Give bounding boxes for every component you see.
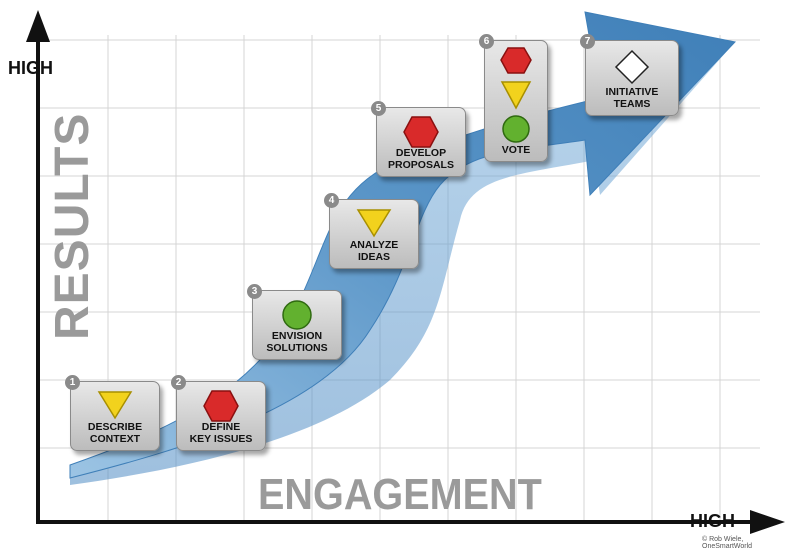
x-axis-high-label: HIGH <box>690 511 735 531</box>
white-diamond-icon <box>614 49 650 85</box>
traffic-light-icon <box>500 47 532 143</box>
yellow-triangle-icon <box>97 391 133 420</box>
step-label: DESCRIBE CONTEXT <box>87 421 143 445</box>
step-3-card: 3 ENVISION SOLUTIONS <box>247 284 342 360</box>
step-number: 5 <box>371 101 386 116</box>
step-1-card: 1 DESCRIBE CONTEXT <box>65 375 160 451</box>
step-7-card: 7 INITIATIVE TEAMS <box>580 34 679 116</box>
step-label: INITIATIVE TEAMS <box>605 86 659 110</box>
step-label: ENVISION SOLUTIONS <box>266 330 328 354</box>
step-label: DEVELOP PROPOSALS <box>388 147 454 171</box>
y-axis-title: RESULTS <box>46 112 99 340</box>
step-2-card: 2 DEFINE KEY ISSUES <box>171 375 266 451</box>
step-number: 3 <box>247 284 262 299</box>
step-number: 4 <box>324 193 339 208</box>
step-4-card: 4 ANALYZE IDEAS <box>324 193 419 269</box>
red-hexagon-icon <box>403 116 439 148</box>
x-axis-title: ENGAGEMENT <box>258 470 542 519</box>
step-label: ANALYZE IDEAS <box>349 239 399 263</box>
step-label: VOTE <box>501 144 531 156</box>
copyright-text: © Rob Wiele, OneSmartWorld <box>702 536 753 550</box>
x-axis-arrowhead <box>750 510 785 534</box>
step-number: 7 <box>580 34 595 49</box>
step-number: 2 <box>171 375 186 390</box>
green-circle-icon <box>282 300 312 330</box>
step-number: 1 <box>65 375 80 390</box>
yellow-triangle-icon <box>356 209 392 238</box>
step-6-card: 6 VOTE <box>479 34 548 162</box>
step-5-card: 5 DEVELOP PROPOSALS <box>371 101 466 177</box>
y-axis-arrowhead <box>26 10 50 42</box>
red-hexagon-icon <box>203 390 239 422</box>
step-number: 6 <box>479 34 494 49</box>
y-axis-high-label: HIGH <box>8 58 53 78</box>
step-label: DEFINE KEY ISSUES <box>189 421 253 445</box>
axes <box>26 10 785 534</box>
